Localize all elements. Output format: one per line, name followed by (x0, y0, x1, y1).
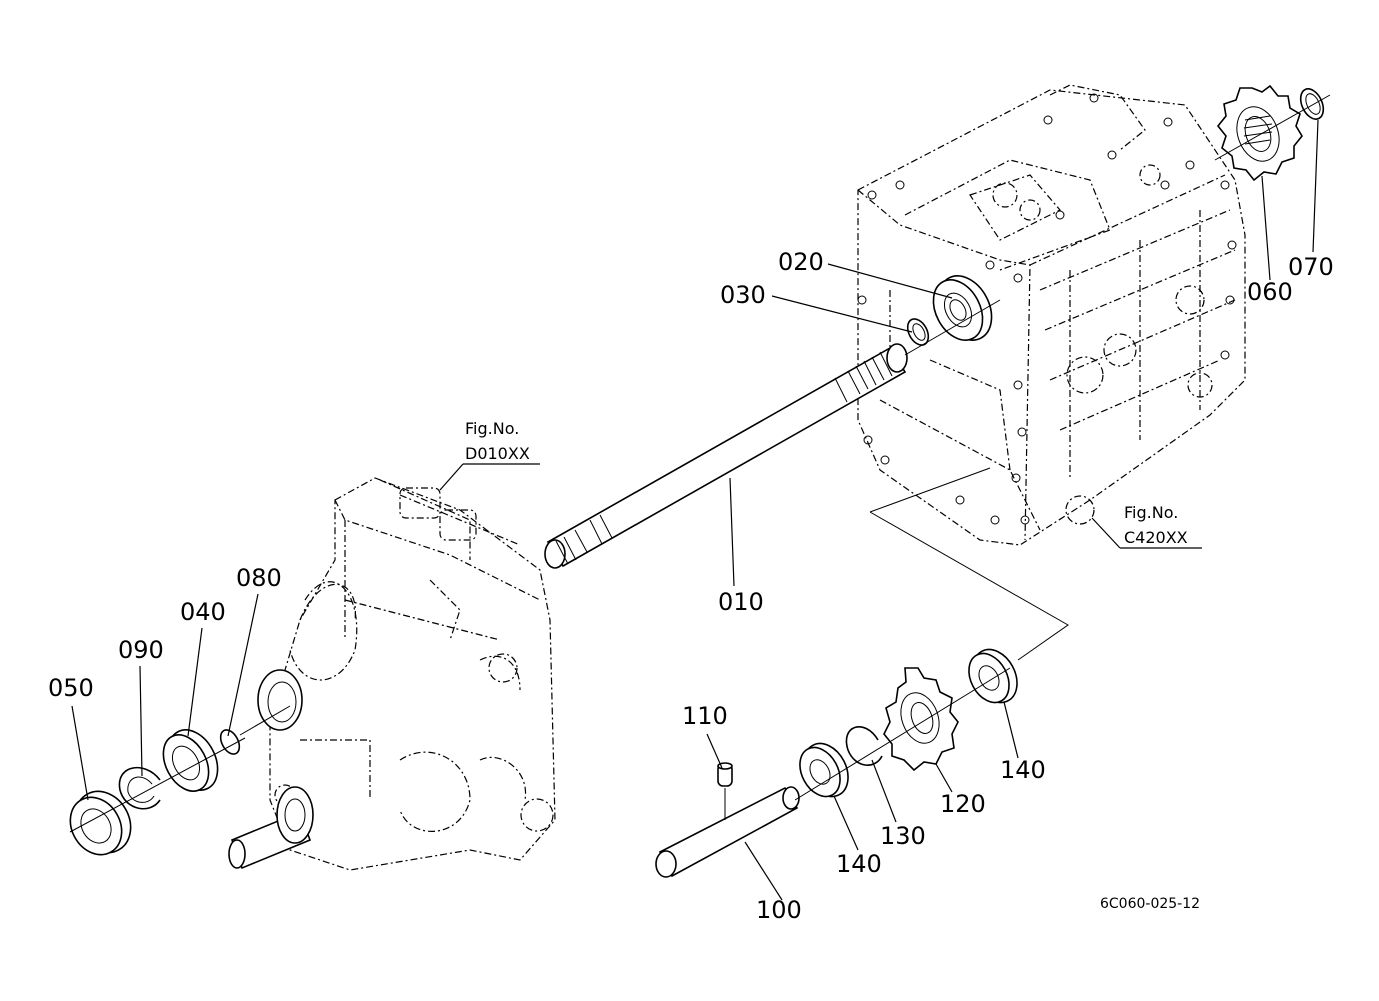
drawing-code: 6C060-025-12 (1100, 896, 1200, 912)
leader-lines (71, 119, 1319, 901)
bearing-020-part[interactable] (924, 267, 1003, 350)
gear-060-part[interactable] (1216, 84, 1303, 182)
callout-130[interactable]: 130 (880, 822, 926, 850)
fig-caption: Fig.No. (1124, 503, 1178, 522)
bearing-140-upper-part[interactable] (961, 642, 1026, 710)
snap-ring-080-part[interactable] (217, 727, 243, 757)
callout-020[interactable]: 020 (778, 248, 824, 276)
callout-070[interactable]: 070 (1288, 253, 1334, 281)
callout-140-upper[interactable]: 140 (1000, 756, 1046, 784)
snap-ring-070-part[interactable] (1296, 85, 1328, 122)
transmission-case-housing (857, 84, 1246, 546)
callout-120[interactable]: 120 (940, 790, 986, 818)
snap-ring-090-part[interactable] (118, 766, 161, 810)
callout-140-lower[interactable]: 140 (836, 850, 882, 878)
fig-code: C420XX (1124, 528, 1188, 547)
fig-code: D010XX (465, 444, 530, 463)
callout-080[interactable]: 080 (236, 564, 282, 592)
callout-labels: 010 020 030 040 050 060 070 080 090 100 … (48, 248, 1334, 924)
front-housing (269, 477, 556, 871)
callout-010[interactable]: 010 (718, 588, 764, 616)
callout-050[interactable]: 050 (48, 674, 94, 702)
callout-110[interactable]: 110 (682, 702, 728, 730)
snap-ring-130-part[interactable] (845, 726, 883, 766)
gear-120-part[interactable] (883, 667, 959, 772)
fig-caption: Fig.No. (465, 419, 519, 438)
callout-060[interactable]: 060 (1247, 278, 1293, 306)
callout-100[interactable]: 100 (756, 896, 802, 924)
pin-110-part[interactable] (717, 762, 733, 787)
bearing-140-lower-part[interactable] (792, 736, 857, 804)
shaft-100-part[interactable] (655, 786, 800, 878)
housing-shaft-stub (228, 669, 314, 870)
snap-ring-030-part[interactable] (903, 315, 932, 348)
callout-090[interactable]: 090 (118, 636, 164, 664)
bearing-040-part[interactable] (154, 721, 227, 798)
callout-040[interactable]: 040 (180, 598, 226, 626)
shaft-010-part[interactable] (544, 343, 908, 569)
callout-030[interactable]: 030 (720, 281, 766, 309)
reference-fig-c420xx[interactable]: Fig.No. C420XX (1124, 503, 1188, 547)
assembly-axis-lines (69, 94, 1331, 833)
reference-fig-d010xx[interactable]: Fig.No. D010XX (465, 419, 530, 463)
